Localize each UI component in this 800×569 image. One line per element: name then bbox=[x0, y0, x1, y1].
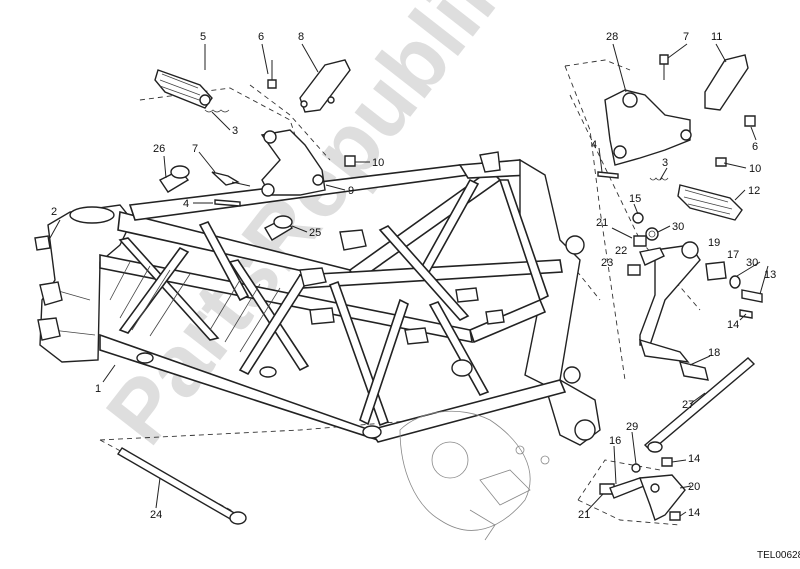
callout-23: 23 bbox=[601, 257, 613, 269]
callout-11: 11 bbox=[711, 31, 722, 43]
callout-24: 24 bbox=[150, 509, 162, 521]
callout-26: 26 bbox=[153, 143, 165, 155]
callout-20: 20 bbox=[688, 481, 700, 493]
callout-4-right: 4 bbox=[591, 139, 597, 151]
heel-guard-11 bbox=[704, 54, 749, 111]
link-16 bbox=[609, 477, 645, 499]
bushing-19 bbox=[705, 261, 727, 281]
callout-18: 18 bbox=[708, 347, 720, 359]
main-frame bbox=[37, 151, 601, 446]
callout-21-lower: 21 bbox=[578, 509, 590, 521]
callout-28: 28 bbox=[606, 31, 618, 43]
callout-3: 3 bbox=[232, 125, 238, 137]
callout-4: 4 bbox=[183, 198, 189, 210]
callout-10: 10 bbox=[372, 157, 384, 169]
callout-13: 13 bbox=[764, 269, 776, 281]
callout-14-upper: 14 bbox=[727, 319, 739, 331]
callout-12: 12 bbox=[748, 185, 760, 197]
callout-17: 17 bbox=[727, 249, 739, 261]
callout-25: 25 bbox=[309, 227, 321, 239]
callout-9: 9 bbox=[348, 185, 354, 197]
heel-guard-8 bbox=[299, 59, 351, 113]
callout-19: 19 bbox=[708, 237, 720, 249]
callout-1: 1 bbox=[95, 383, 101, 395]
hanger-bracket-9 bbox=[260, 129, 326, 196]
front-engine-lug bbox=[39, 281, 63, 306]
callout-27: 27 bbox=[682, 399, 694, 411]
callout-6-right: 6 bbox=[752, 141, 758, 153]
steering-head-top bbox=[69, 206, 115, 224]
long-bolt-24 bbox=[117, 447, 247, 525]
drawing-reference-code: TEL00628 bbox=[757, 550, 800, 561]
engine-outline bbox=[399, 410, 550, 541]
trellis-diagonals bbox=[118, 178, 549, 427]
callout-21-upper: 21 bbox=[596, 217, 608, 229]
hanger-plate-28 bbox=[604, 89, 691, 166]
callout-8: 8 bbox=[298, 31, 304, 43]
callout-14-lower: 14 bbox=[688, 507, 700, 519]
callout-30-upper: 30 bbox=[672, 221, 684, 233]
callout-2: 2 bbox=[51, 206, 57, 218]
spring-3 bbox=[204, 109, 230, 113]
callout-7-right: 7 bbox=[683, 31, 689, 43]
leader-lines bbox=[49, 43, 769, 517]
right-footrest-group bbox=[597, 54, 763, 521]
callout-labels: 5 6 8 3 7 26 4 2 10 9 25 1 24 28 7 11 6 … bbox=[51, 31, 776, 521]
callout-30-lower: 30 bbox=[746, 257, 758, 269]
left-footrest-group bbox=[34, 59, 356, 251]
callout-10-right: 10 bbox=[749, 163, 761, 175]
footpeg-12 bbox=[677, 184, 743, 221]
callout-3-right: 3 bbox=[662, 157, 668, 169]
callout-16: 16 bbox=[609, 435, 621, 447]
callout-5: 5 bbox=[200, 31, 206, 43]
link-23 bbox=[639, 247, 665, 266]
callout-14-middle: 14 bbox=[688, 453, 700, 465]
callout-15: 15 bbox=[629, 193, 641, 205]
swingarm-pivot-plate bbox=[519, 158, 601, 446]
callout-29: 29 bbox=[626, 421, 638, 433]
callout-22: 22 bbox=[615, 245, 627, 257]
callout-7: 7 bbox=[192, 143, 198, 155]
callout-6: 6 bbox=[258, 31, 264, 43]
